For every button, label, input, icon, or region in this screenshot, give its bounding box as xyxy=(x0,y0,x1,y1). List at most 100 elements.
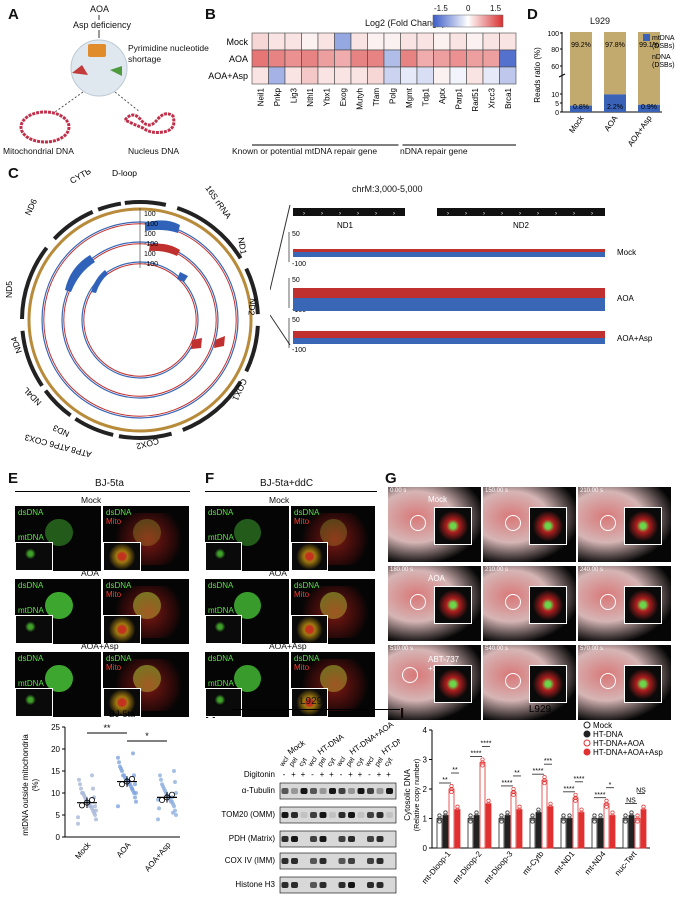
blot-band xyxy=(367,858,374,864)
y-tick-label: 0 xyxy=(423,844,428,853)
replicate-point xyxy=(629,813,634,818)
significance-label: ** xyxy=(514,770,520,777)
gene-ring-label: 16S rRNA xyxy=(203,183,233,220)
gene-arrow: › xyxy=(591,211,593,217)
significance-label: * xyxy=(609,782,612,789)
blot-band xyxy=(376,788,384,794)
blot-band xyxy=(348,788,355,794)
blot-band xyxy=(367,836,374,842)
gene-arc xyxy=(20,330,44,387)
y-tick-label: 4 xyxy=(423,726,428,735)
legend-swatch xyxy=(583,748,591,756)
replicate-point xyxy=(517,804,522,809)
heatmap-cell xyxy=(400,49,418,68)
replicate-point xyxy=(561,813,566,818)
inset-label: mtDNA xyxy=(208,679,234,689)
zoom-inset xyxy=(434,586,472,624)
replicate-point xyxy=(573,795,578,800)
gene-arrow: › xyxy=(483,211,485,217)
digitonin-label: Digitonin xyxy=(244,770,275,779)
blot-band xyxy=(376,882,384,888)
blot-band xyxy=(376,836,384,842)
heatmap-legend-bar xyxy=(432,14,504,28)
data-point xyxy=(93,804,97,809)
heatmap-cell xyxy=(400,66,418,85)
significance-label: **** xyxy=(574,776,585,783)
data-point xyxy=(117,760,121,765)
highlight-circle xyxy=(600,594,616,610)
digitonin-sign: + xyxy=(301,770,306,779)
channel-label: Mito xyxy=(106,663,122,672)
heatmap-cell xyxy=(301,49,319,68)
digitonin-sign: - xyxy=(340,770,343,779)
condition-label: Mock xyxy=(428,495,448,504)
bar xyxy=(566,818,573,849)
heatmap-cell xyxy=(350,32,368,51)
digitonin-sign: + xyxy=(329,770,334,779)
heatmap-cell xyxy=(367,66,385,85)
condition-label: AOA+Asp xyxy=(269,641,307,651)
heatmap-col-label: Parp1 xyxy=(454,87,463,109)
panel-f-title: BJ-5ta+ddC xyxy=(260,478,314,489)
inset-label: mtDNA xyxy=(18,679,44,689)
digitonin-sign: + xyxy=(358,770,363,779)
zoom-inset xyxy=(434,665,472,703)
aoa-label: AOA xyxy=(90,4,110,14)
highlight-circle xyxy=(410,594,426,610)
replicate-point xyxy=(567,813,572,818)
data-point xyxy=(94,817,98,822)
timestamp: 210.00 s xyxy=(485,567,509,573)
gene-bar-nd2 xyxy=(437,208,605,216)
heatmap-cell xyxy=(416,66,434,85)
replicate-point xyxy=(486,801,491,806)
replicate-point xyxy=(437,813,442,818)
replicate-point xyxy=(548,801,553,806)
live-imaging-frame: 150.00 s xyxy=(483,487,576,562)
timestamp: 510.00 s xyxy=(390,646,414,652)
blot-band xyxy=(329,788,336,794)
coverage-blob xyxy=(191,338,202,349)
bar xyxy=(516,809,523,849)
bar xyxy=(578,812,585,849)
coverage-positive xyxy=(293,249,605,252)
heatmap-cell xyxy=(334,66,352,85)
lane-label: pel xyxy=(374,756,385,768)
panel-label-g: G xyxy=(385,470,397,487)
gene-bar-nd1 xyxy=(293,208,405,216)
legend-swatch xyxy=(583,739,591,747)
replicate-mean xyxy=(89,797,96,804)
blot-band xyxy=(310,858,317,864)
condition-label: Mock xyxy=(81,495,102,505)
gene-arrow: › xyxy=(447,211,449,217)
inset-label: mtDNA xyxy=(18,606,44,616)
replicate-point xyxy=(499,819,504,824)
lane-label: pel xyxy=(288,756,299,768)
live-imaging-frame: 240.00 s xyxy=(578,566,671,641)
heatmap-cell xyxy=(251,66,269,85)
region-label: chrM:3,000-5,000 xyxy=(352,184,423,194)
live-imaging-frame: 210.00 s xyxy=(483,566,576,641)
blot-band xyxy=(348,882,355,888)
blot-band xyxy=(367,812,374,818)
channel-label: dsDNA xyxy=(294,654,320,663)
gene-ring-label: ND3 xyxy=(51,423,71,439)
zoom-inset xyxy=(624,586,662,624)
blot-band xyxy=(291,812,298,818)
blot-band xyxy=(376,858,384,864)
blot-strip xyxy=(279,852,397,870)
digitonin-sign: + xyxy=(348,770,353,779)
gene-arrow: › xyxy=(465,211,467,217)
replicate-point xyxy=(455,804,460,809)
blot-strip xyxy=(279,876,397,894)
digitonin-sign: + xyxy=(320,770,325,779)
replicate-point xyxy=(437,816,442,821)
blot-band xyxy=(348,858,355,864)
blot-band xyxy=(281,812,289,818)
ring-tick-label: 100 xyxy=(144,211,156,218)
heatmap-col-label: Xrcc3 xyxy=(487,87,496,108)
blot-band xyxy=(367,882,374,888)
zoom-inset xyxy=(103,687,142,717)
heatmap-col-label: Lig3 xyxy=(289,87,298,103)
